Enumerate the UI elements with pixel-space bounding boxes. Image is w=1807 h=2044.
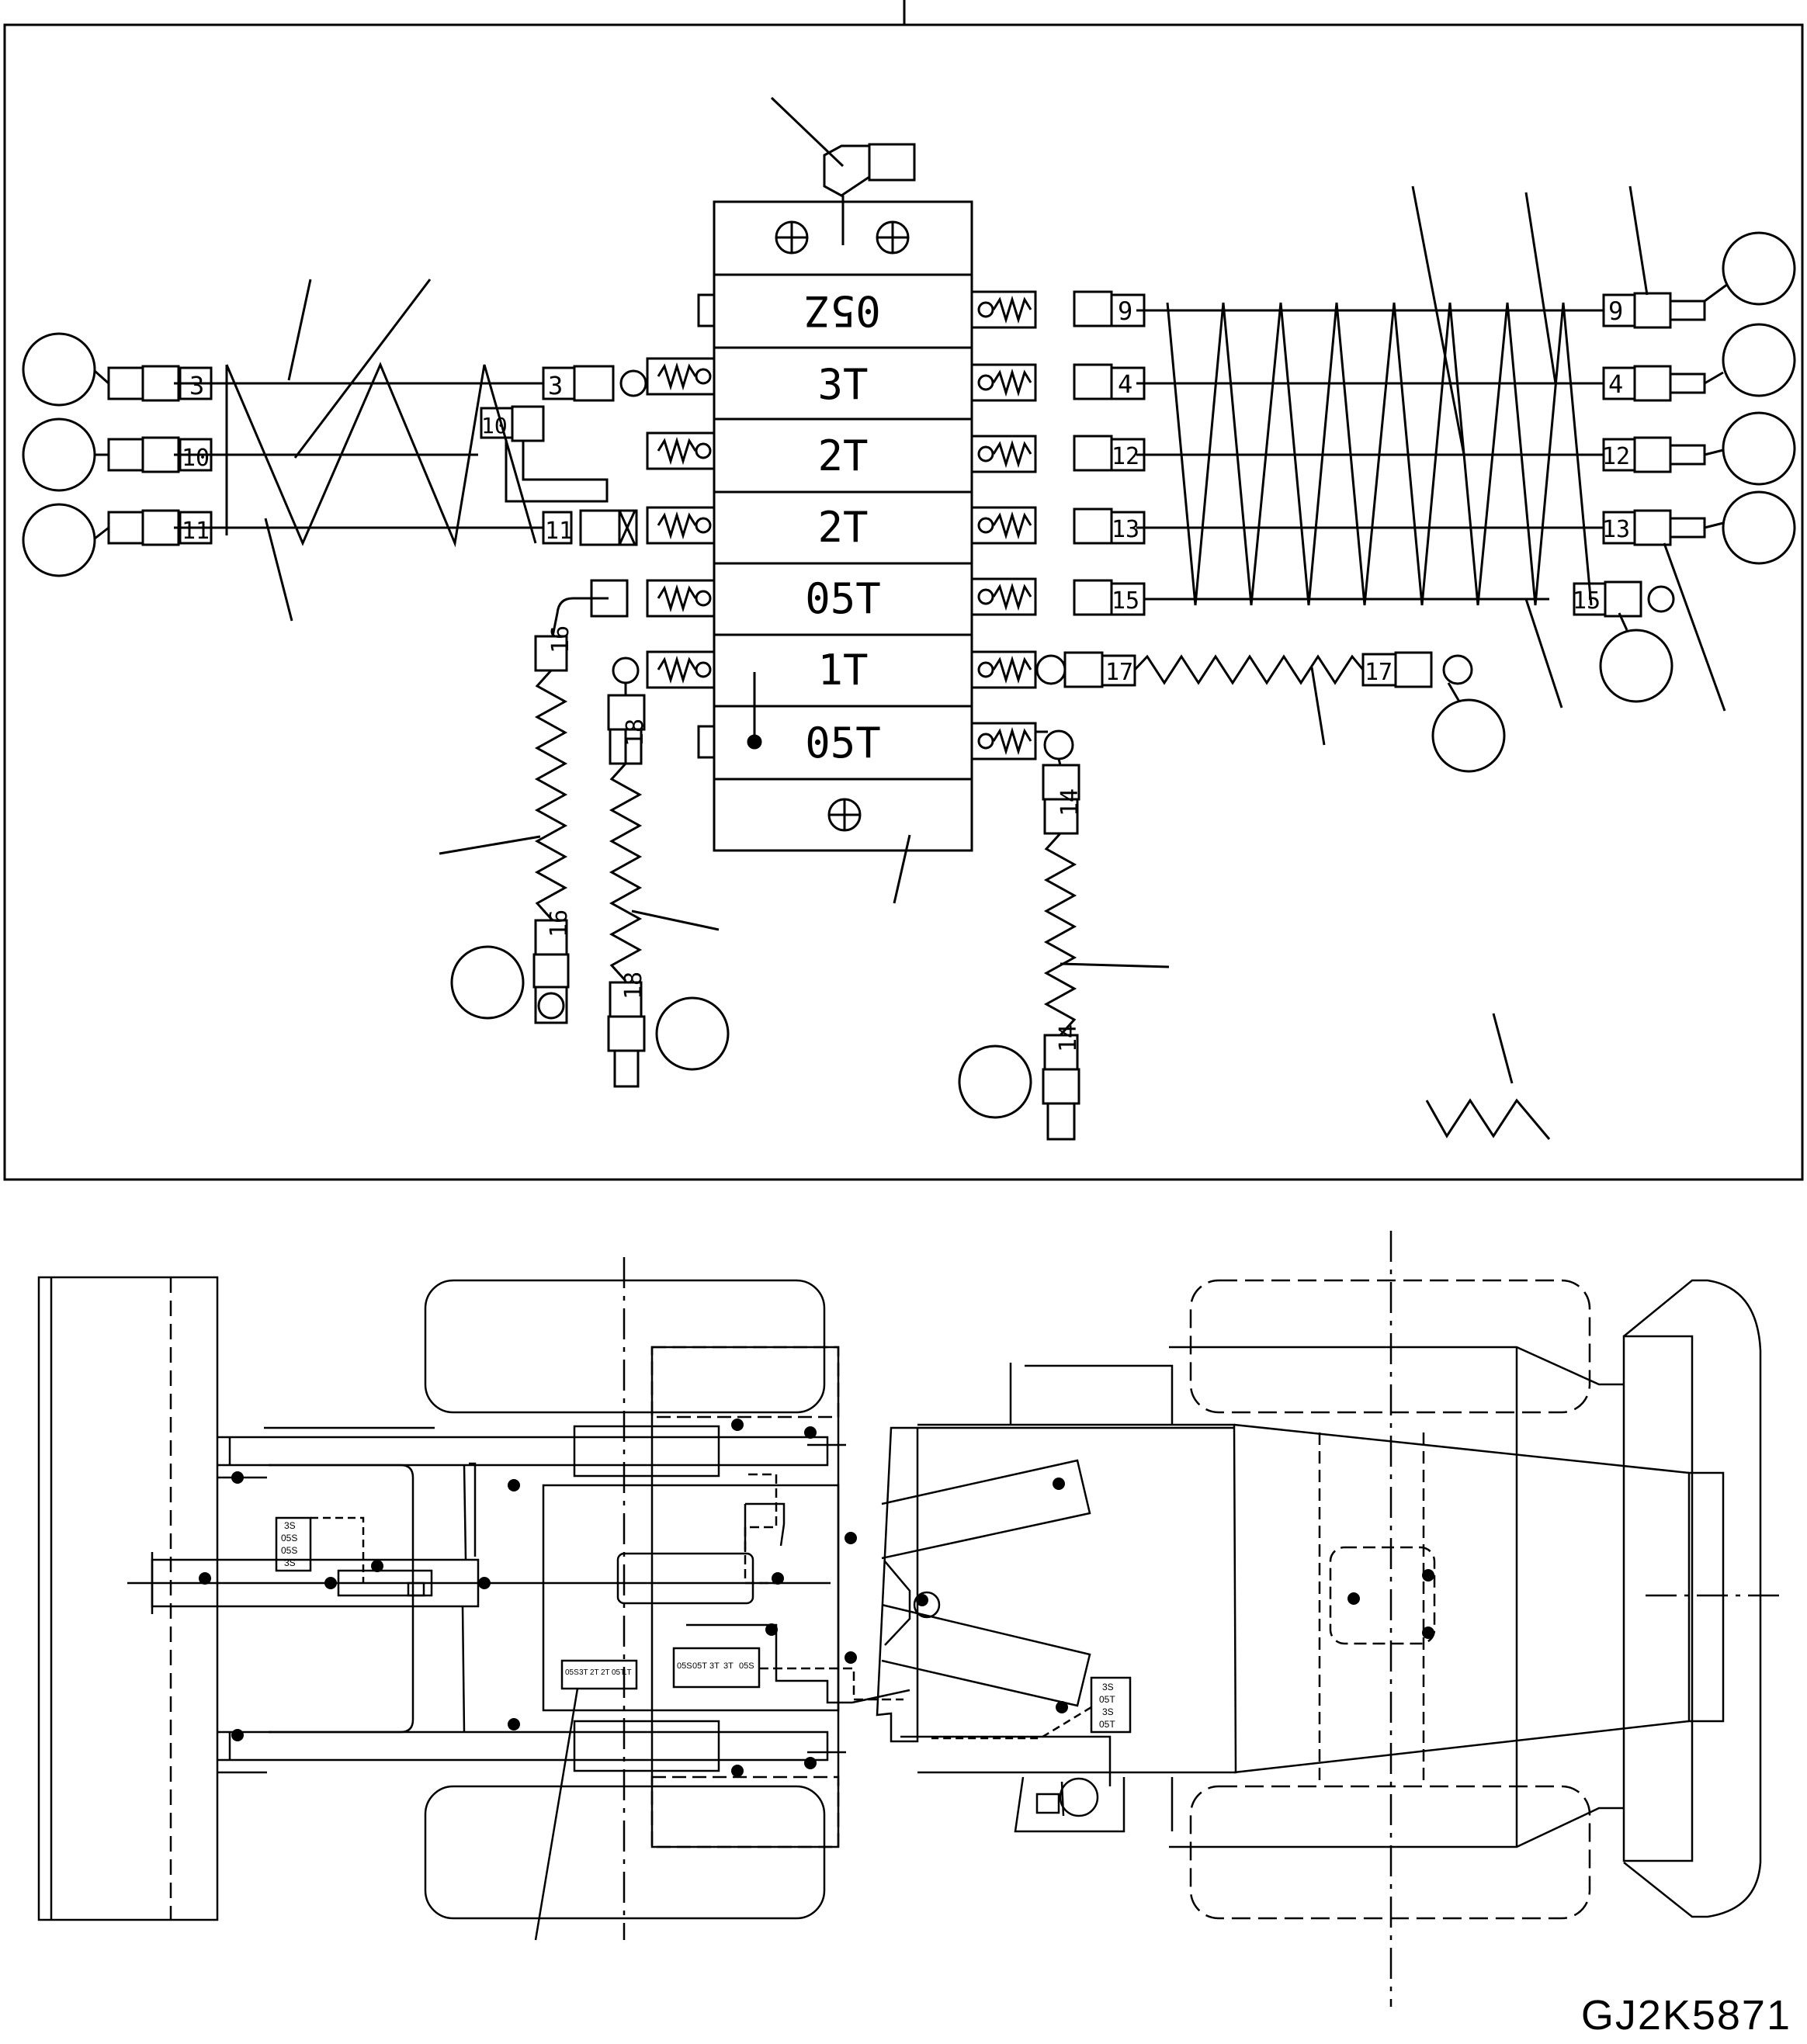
hose-number: 15 — [1112, 587, 1139, 615]
hose-number: 17 — [1105, 659, 1133, 686]
block-label: 05T — [1099, 1719, 1115, 1730]
lube-block-d: 3S 05T 3S 05T — [931, 1676, 1132, 1740]
lube-point-icon — [1431, 698, 1506, 773]
hose-number: 13 — [1602, 516, 1630, 543]
lube-block-c: 05S 05T 3T 3T 05S — [672, 1647, 904, 1701]
lube-point-icon — [1722, 490, 1796, 565]
lube-block-b: 05S 3T 2T 2T 05T 1T — [534, 1659, 638, 1941]
valve-section-label: 2T — [817, 503, 868, 552]
left-lines: 3 10 11 3 10 11 — [22, 279, 647, 622]
hose-number: 4 — [1118, 369, 1132, 399]
hose-number: 14 — [1055, 1024, 1082, 1052]
hose-number: 10 — [481, 413, 508, 438]
lube-point-icon — [22, 332, 96, 407]
check-valves — [646, 290, 1037, 760]
valve-section-label: 05T — [805, 574, 881, 623]
block-label: 3S — [284, 1557, 296, 1568]
block-label: 3T — [579, 1668, 588, 1677]
right-lines: 9 4 12 13 15 9 4 12 13 — [1073, 185, 1796, 712]
lube-block-a: 3S 05S 05S 3S — [275, 1516, 365, 1583]
block-label: 2T — [590, 1668, 599, 1677]
block-label: 05T — [1099, 1694, 1115, 1705]
lube-point-icon — [450, 945, 525, 1020]
hose-number: 16 — [547, 625, 574, 653]
pressure-switch — [770, 96, 916, 202]
hose-number: 3 — [548, 371, 563, 400]
lube-point-icon — [22, 503, 96, 577]
valve-section-label: 05Z — [805, 286, 881, 335]
valve-section-label: 3T — [817, 360, 868, 409]
hose-number: 12 — [1112, 443, 1139, 470]
lube-point-icon — [655, 996, 730, 1071]
block-label: 05T — [692, 1661, 707, 1671]
blade — [37, 1276, 219, 1921]
block-label: 05T — [612, 1668, 625, 1677]
block-label: 3S — [1102, 1682, 1114, 1692]
hose-14: 14 14 — [958, 729, 1170, 1141]
hose-number: 15 — [1573, 587, 1601, 615]
machine-plan-view: 3S 05S 05S 3S 05S 3T 2T 2T 05T 1T 05S 05… — [37, 1231, 1782, 2007]
detail-view: 05Z 3T 2T 2T 05T 1T 05T — [3, 0, 1804, 1181]
block-label: 2T — [601, 1668, 610, 1677]
lube-point-icon — [1722, 231, 1796, 306]
hose-18: 18 18 — [607, 657, 730, 1088]
valve-block: 05Z 3T 2T 2T 05T 1T 05T — [713, 199, 973, 852]
figure-code: GJ2K5871 — [1580, 1992, 1791, 2039]
hose-number: 9 — [1118, 296, 1132, 326]
block-label: 05S — [281, 1533, 297, 1543]
valve-section-label: 05T — [805, 719, 881, 767]
lube-point-icon — [958, 1045, 1032, 1119]
hose-number: 4 — [1608, 369, 1623, 399]
block-label: 05S — [281, 1545, 297, 1556]
valve-section-label: 2T — [817, 431, 868, 480]
block-label: 05S — [739, 1661, 754, 1671]
hose-number: 12 — [1602, 443, 1630, 470]
lube-point-icon — [22, 417, 96, 492]
hose-number: 17 — [1365, 659, 1393, 686]
hose-number: 3 — [189, 371, 204, 400]
block-label: 05S — [677, 1661, 692, 1671]
detail-frame — [3, 23, 1804, 1181]
lube-point-icon — [1599, 629, 1673, 703]
break-symbol — [1425, 1013, 1551, 1140]
valve-section-label: 1T — [817, 646, 868, 695]
block-label: 1T — [623, 1668, 632, 1677]
lube-point-icon — [1722, 411, 1796, 486]
block-label: 3T — [709, 1661, 720, 1671]
hose-number: 18 — [620, 972, 647, 999]
hose-number: 14 — [1056, 788, 1084, 816]
block-label: 05S — [565, 1668, 579, 1677]
hose-number: 11 — [182, 518, 210, 545]
hose-number: 10 — [182, 445, 210, 472]
hose-16: 16 16 — [439, 579, 629, 1024]
block-label: 3S — [284, 1520, 296, 1531]
block-label: 3T — [723, 1661, 734, 1671]
block-label: 3S — [1102, 1706, 1114, 1717]
hose-number: 11 — [545, 518, 573, 545]
hose-number: 9 — [1608, 296, 1623, 326]
grease-points — [199, 1419, 1434, 1777]
hose-17: 17 17 — [1035, 651, 1506, 773]
lube-point-icon — [1722, 323, 1796, 397]
hose-number: 16 — [546, 909, 573, 937]
hose-number: 13 — [1112, 516, 1139, 543]
